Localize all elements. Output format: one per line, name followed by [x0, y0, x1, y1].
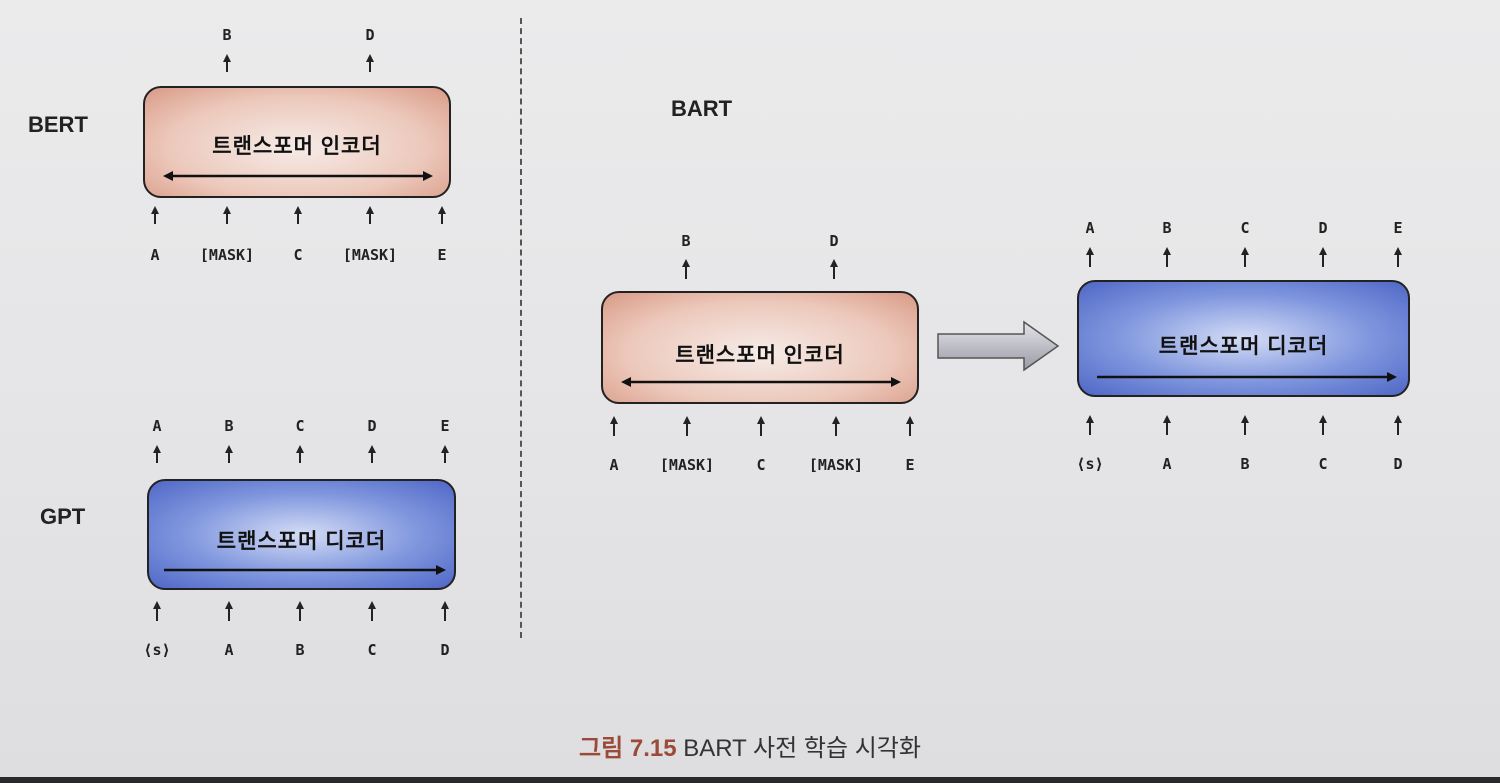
bart-decoder-output-arrow: [1241, 247, 1249, 267]
bert-input-token: A: [150, 246, 160, 264]
bert-input-token: C: [293, 246, 303, 264]
bart-decoder-input-token: B: [1240, 455, 1250, 473]
bart-decoder-output-token: E: [1393, 219, 1403, 237]
gpt-input-token: A: [224, 641, 234, 659]
gpt-left-to-right-arrow: [164, 565, 446, 575]
bart-decoder-input-arrow: [1163, 415, 1171, 435]
bart-decoder-input-token: ⟨s⟩: [1076, 455, 1104, 473]
bart-encoder-box: 트랜스포머 인코더: [601, 291, 919, 404]
bert-input-arrow: [366, 206, 374, 224]
bart-encoder-input-arrow: [906, 416, 914, 436]
gpt-output-arrow: [368, 445, 376, 463]
bart-decoder-output-arrow: [1394, 247, 1402, 267]
bert-input-arrow: [294, 206, 302, 224]
bart-encoder-output-token: D: [829, 232, 839, 250]
gpt-decoder-title: 트랜스포머 디코더: [216, 530, 387, 553]
bert-output-token: D: [365, 26, 375, 44]
gpt-output-arrow: [441, 445, 449, 463]
section-divider: [520, 18, 522, 638]
bart-encoder-input-token: [MASK]: [659, 456, 715, 474]
page-edge: [0, 777, 1500, 783]
bart-decoder-input-arrow: [1394, 415, 1402, 435]
figure-caption: 그림 7.15 BART 사전 학습 시각화: [0, 728, 1500, 763]
bert-input-token: [MASK]: [342, 246, 398, 264]
bart-label: BART: [671, 96, 733, 121]
gpt-label: GPT: [40, 504, 86, 529]
bert-input-token: E: [437, 246, 447, 264]
bert-output-arrow: [366, 54, 374, 72]
bart-decoder-output-token: C: [1240, 219, 1250, 237]
gpt-output-token: E: [440, 417, 450, 435]
encoder-to-decoder-arrow: [937, 320, 1060, 372]
gpt-input-token: D: [440, 641, 450, 659]
bart-decoder-input-arrow: [1241, 415, 1249, 435]
bert-bidirectional-arrow: [163, 171, 433, 181]
gpt-input-arrow: [296, 601, 304, 621]
bert-input-arrow: [151, 206, 159, 224]
bert-encoder-title: 트랜스포머 인코더: [212, 135, 382, 158]
bert-label: BERT: [28, 112, 88, 137]
bert-output-arrow: [223, 54, 231, 72]
bart-encoder-input-arrow: [610, 416, 618, 436]
bart-decoder-output-arrow: [1163, 247, 1171, 267]
bart-decoder-input-token: A: [1162, 455, 1172, 473]
gpt-input-arrow: [225, 601, 233, 621]
bart-decoder-output-token: D: [1318, 219, 1328, 237]
bart-encoder-output-arrow: [682, 259, 690, 279]
bart-decoder-output-arrow: [1086, 247, 1094, 267]
gpt-input-token: B: [295, 641, 305, 659]
bart-decoder-input-token: D: [1393, 455, 1403, 473]
gpt-input-arrow: [368, 601, 376, 621]
bart-encoder-input-token: C: [756, 456, 766, 474]
bert-encoder-box: 트랜스포머 인코더: [143, 86, 451, 198]
bart-encoder-input-token: [MASK]: [808, 456, 864, 474]
gpt-output-arrow: [153, 445, 161, 463]
gpt-output-token: C: [295, 417, 305, 435]
gpt-decoder-box: 트랜스포머 디코더: [147, 479, 456, 590]
bart-encoder-input-arrow: [683, 416, 691, 436]
gpt-output-token: A: [152, 417, 162, 435]
figure-number: 그림 7.15: [579, 735, 677, 762]
bert-input-arrow: [223, 206, 231, 224]
gpt-output-token: B: [224, 417, 234, 435]
bart-encoder-input-arrow: [757, 416, 765, 436]
bart-decoder-output-token: B: [1162, 219, 1172, 237]
gpt-output-arrow: [296, 445, 304, 463]
gpt-output-arrow: [225, 445, 233, 463]
gpt-input-token: ⟨s⟩: [143, 641, 171, 659]
bart-decoder-title: 트랜스포머 디코더: [1158, 335, 1329, 358]
bert-input-token: [MASK]: [199, 246, 255, 264]
bart-decoder-input-token: C: [1318, 455, 1328, 473]
bart-encoder-input-token: A: [609, 456, 619, 474]
bert-output-token: B: [222, 26, 232, 44]
bart-encoder-input-token: E: [905, 456, 915, 474]
bart-decoder-input-arrow: [1086, 415, 1094, 435]
bart-encoder-title: 트랜스포머 인코더: [675, 344, 845, 367]
gpt-input-arrow: [153, 601, 161, 621]
gpt-input-arrow: [441, 601, 449, 621]
gpt-input-token: C: [367, 641, 377, 659]
bart-encoder-bidirectional-arrow: [621, 377, 901, 387]
figure-caption-text: BART 사전 학습 시각화: [683, 735, 921, 762]
bart-encoder-input-arrow: [832, 416, 840, 436]
bart-encoder-output-arrow: [830, 259, 838, 279]
bart-decoder-left-to-right-arrow: [1097, 372, 1397, 382]
gpt-output-token: D: [367, 417, 377, 435]
bert-input-arrow: [438, 206, 446, 224]
bart-decoder-output-token: A: [1085, 219, 1095, 237]
bart-decoder-output-arrow: [1319, 247, 1327, 267]
bart-decoder-input-arrow: [1319, 415, 1327, 435]
bart-encoder-output-token: B: [681, 232, 691, 250]
